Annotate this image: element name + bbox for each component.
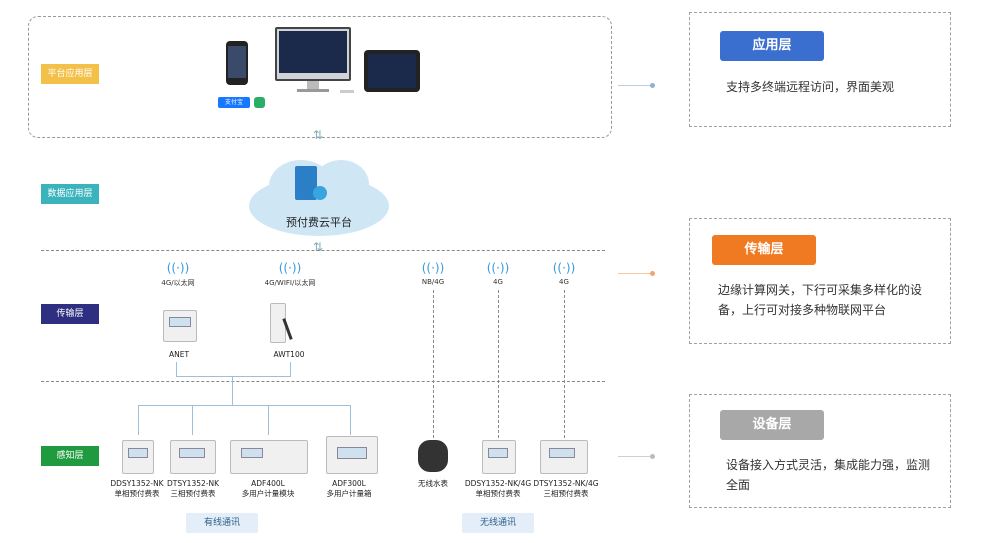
smartphone-icon — [226, 41, 248, 85]
multi-user-box-image — [326, 436, 378, 474]
wifi-icon: ((·)) — [278, 261, 302, 275]
anet-gateway-image — [163, 310, 197, 342]
gateway-label: ANET — [168, 350, 190, 359]
keyboard-icon — [340, 90, 354, 93]
connector-line — [618, 85, 652, 86]
wire-line — [232, 376, 233, 405]
updown-arrow-icon: ⇅ — [313, 240, 324, 254]
server-icon — [295, 166, 317, 200]
panel-transport-layer: 传输层 边缘计算网关，下行可采集多样化的设备，上行可对接多种物联网平台 — [689, 218, 951, 344]
platform-layer-box — [28, 16, 612, 138]
desktop-monitor-icon — [275, 27, 351, 92]
wire-line — [192, 405, 193, 435]
device-label: 无线水表 — [418, 479, 448, 488]
wire-line — [176, 362, 177, 376]
wireless-link-line — [498, 290, 499, 438]
wireless-link-line — [564, 290, 565, 438]
single-phase-4g-meter-image — [482, 440, 516, 474]
wireless-comm-tag: 无线通讯 — [462, 513, 534, 533]
connector-dot — [650, 454, 655, 459]
panel-text: 边缘计算网关，下行可采集多样化的设备，上行可对接多种物联网平台 — [718, 283, 923, 317]
three-phase-4g-meter-image — [540, 440, 588, 474]
wireless-water-meter-image — [418, 440, 448, 472]
layer-tag-platform: 平台应用层 — [41, 64, 99, 84]
separator-line — [41, 250, 605, 251]
tablet-icon — [364, 50, 420, 92]
cloud-platform: 预付费云平台 — [246, 156, 392, 238]
wire-line — [138, 405, 139, 435]
panel-application-layer: 应用层 支持多终端远程访问，界面美观 — [689, 12, 951, 127]
panel-text: 支持多终端远程访问，界面美观 — [726, 80, 895, 94]
gateway-label: AWT100 — [273, 350, 305, 359]
connector-line — [618, 273, 652, 274]
alipay-icon: 支付宝 — [218, 97, 250, 108]
wire-line — [176, 376, 291, 377]
wifi-icon: ((·)) — [166, 261, 190, 275]
wifi-icon: ((·)) — [552, 261, 576, 275]
signal-label: 4G — [493, 278, 503, 286]
panel-title: 传输层 — [712, 235, 816, 265]
signal-label: 4G/WIFI/以太网 — [264, 279, 316, 287]
wireless-link-line — [433, 290, 434, 438]
wifi-icon: ((·)) — [486, 261, 510, 275]
wire-line — [290, 362, 291, 376]
globe-icon — [313, 186, 327, 200]
separator-line — [41, 381, 605, 382]
layer-tag-sensing: 感知层 — [41, 446, 99, 466]
panel-device-layer: 设备层 设备接入方式灵活，集成能力强，监测全面 — [689, 394, 951, 508]
cloud-label: 预付费云平台 — [286, 216, 352, 229]
signal-label: 4G — [559, 278, 569, 286]
multi-user-module-image — [230, 440, 308, 474]
layer-tag-transport: 传输层 — [41, 304, 99, 324]
wired-comm-tag: 有线通讯 — [186, 513, 258, 533]
panel-title: 应用层 — [720, 31, 824, 61]
wifi-icon: ((·)) — [421, 261, 445, 275]
connector-line — [618, 456, 652, 457]
single-phase-meter-image — [122, 440, 154, 474]
connector-dot — [650, 271, 655, 276]
updown-arrow-icon: ⇅ — [313, 128, 324, 142]
wire-line — [138, 405, 350, 406]
wire-line — [350, 405, 351, 435]
signal-label: NB/4G — [421, 278, 445, 286]
connector-dot — [650, 83, 655, 88]
panel-title: 设备层 — [720, 410, 824, 440]
three-phase-meter-image — [170, 440, 216, 474]
layer-tag-data: 数据应用层 — [41, 184, 99, 204]
wechat-icon — [254, 97, 265, 108]
panel-text: 设备接入方式灵活，集成能力强，监测全面 — [726, 458, 931, 492]
wire-line — [268, 405, 269, 435]
signal-label: 4G/以太网 — [161, 279, 195, 287]
